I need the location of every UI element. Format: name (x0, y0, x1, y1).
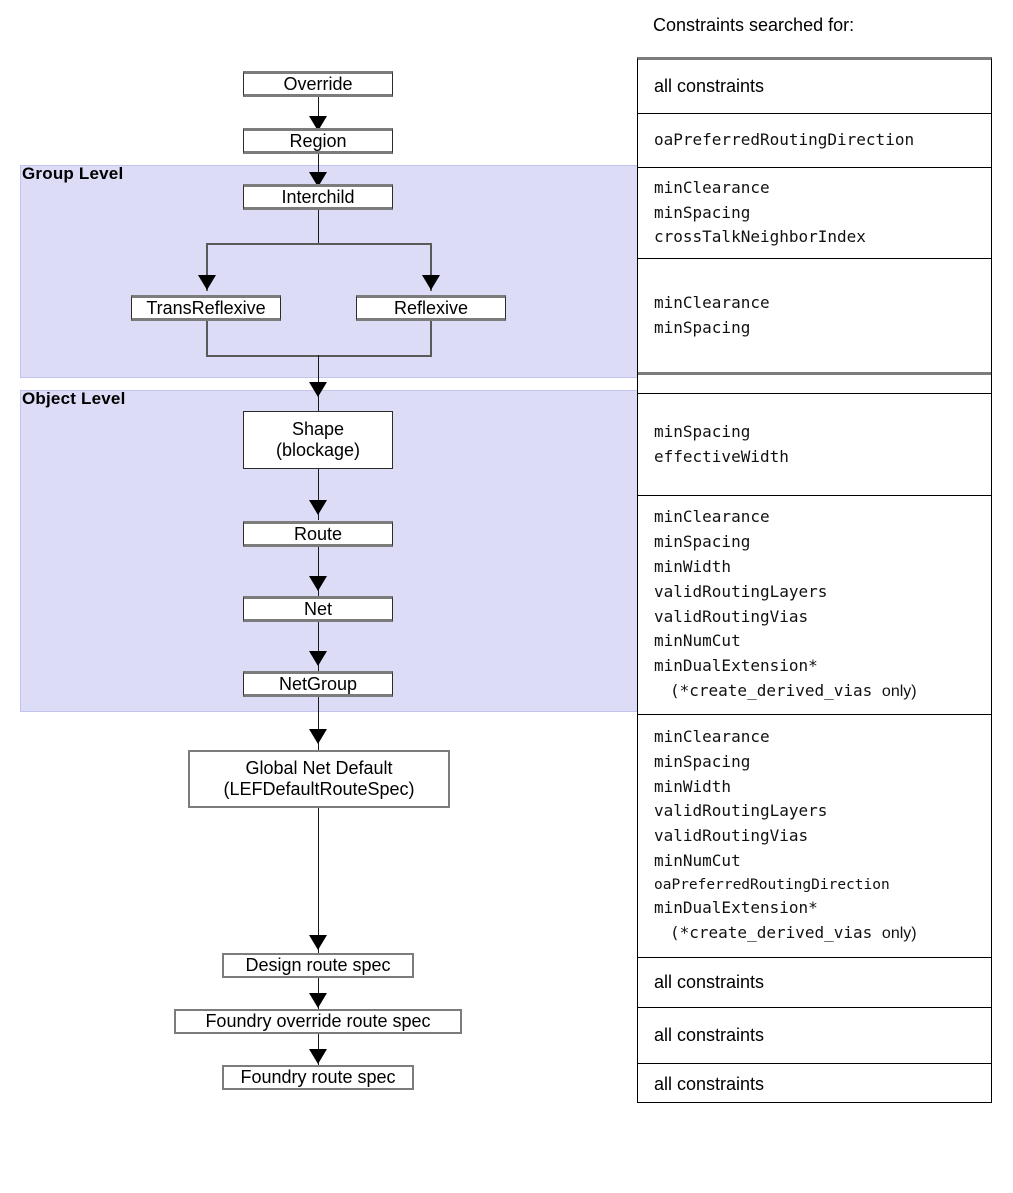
constraints-row-reflexive: minClearance minSpacing (638, 259, 991, 375)
constraint-text: minWidth (654, 556, 732, 576)
connector-shape-route (318, 468, 319, 520)
connector-split-bar (206, 243, 432, 245)
constraints-row-region: oaPreferredRoutingDirection (638, 114, 991, 168)
constraint-text: all constraints (654, 1073, 765, 1094)
arrow-merge-shape (309, 382, 327, 397)
connector-merge-left (206, 318, 208, 357)
constraint-text: crossTalkNeighborIndex (654, 227, 866, 247)
group-level-label: Group Level (22, 164, 124, 183)
constraints-row-net: minClearance minSpacing minWidth validRo… (638, 496, 991, 715)
constraint-text: minSpacing (654, 317, 751, 337)
constraints-row-design-route-spec: all constraints (638, 958, 991, 1008)
constraint-text: validRoutingLayers (654, 581, 828, 601)
connector-override-region (318, 95, 319, 135)
connector-region-interchild (318, 151, 319, 191)
node-foundry-route-spec[interactable]: Foundry route spec (222, 1065, 414, 1090)
constraint-text: effectiveWidth (654, 446, 789, 466)
connector-merge-bar (206, 355, 432, 357)
constraints-title: Constraints searched for: (653, 15, 855, 35)
constraint-footnote: (*create_derived_vias only) (654, 921, 975, 947)
constraint-text: minDualExtension* (654, 898, 818, 918)
arrow-netgroup-globalnet (309, 729, 327, 744)
constraints-table: all constraints oaPreferredRoutingDirect… (637, 57, 992, 1103)
node-region[interactable]: Region (243, 128, 393, 154)
node-reflexive[interactable]: Reflexive (356, 295, 506, 321)
constraint-text: minDualExtension* (654, 656, 818, 676)
connector-globalnet-design (318, 806, 319, 953)
constraint-text: all constraints (654, 972, 765, 992)
node-interchild[interactable]: Interchild (243, 184, 393, 210)
constraints-row-shape: minSpacing effectiveWidth (638, 394, 991, 496)
arrow-route-net (309, 576, 327, 591)
arrow-design-foundryoverride (309, 993, 327, 1008)
constraint-text: minNumCut (654, 631, 741, 651)
constraint-text: validRoutingVias (654, 826, 809, 846)
constraints-row-interchild: minClearance minSpacing crossTalkNeighbo… (638, 168, 991, 259)
constraint-text: minClearance (654, 177, 770, 197)
constraint-text: minSpacing (654, 202, 751, 222)
footnote-mono: (*create_derived_vias (670, 923, 882, 943)
arrow-globalnet-design (309, 935, 327, 950)
arrow-to-transreflexive (198, 275, 216, 290)
object-level-label: Object Level (22, 389, 126, 408)
arrow-shape-route (309, 500, 327, 515)
connector-interchild-split (318, 208, 319, 244)
constraint-text: minNumCut (654, 851, 741, 871)
node-netgroup[interactable]: NetGroup (243, 671, 393, 697)
constraint-text: minClearance (654, 727, 770, 747)
node-global-net-default[interactable]: Global Net Default (LEFDefaultRouteSpec) (188, 750, 450, 808)
constraint-text: all constraints (654, 1025, 765, 1045)
footnote-sans: only) (881, 682, 917, 700)
footnote-mono: (*create_derived_vias (670, 680, 882, 700)
constraint-text: oaPreferredRoutingDirection (654, 130, 915, 150)
node-foundry-override-route-spec[interactable]: Foundry override route spec (174, 1009, 462, 1034)
node-route[interactable]: Route (243, 521, 393, 547)
arrow-net-netgroup (309, 651, 327, 666)
constraint-text: minSpacing (654, 751, 751, 771)
constraints-row-override: all constraints (638, 60, 991, 114)
constraint-text: oaPreferredRoutingDirection (654, 876, 890, 893)
arrow-foundryoverride-foundry (309, 1049, 327, 1064)
constraints-row-foundry-override-route-spec: all constraints (638, 1008, 991, 1064)
connector-net-netgroup (318, 620, 319, 672)
constraint-text: minClearance (654, 507, 770, 527)
node-override[interactable]: Override (243, 71, 393, 97)
connector-merge-right (430, 318, 432, 357)
constraint-text: minSpacing (654, 421, 751, 441)
constraint-text: all constraints (654, 76, 765, 96)
constraints-row-gap (638, 375, 991, 394)
connector-split-right (430, 243, 432, 291)
arrow-region-interchild (309, 172, 327, 187)
connector-route-net (318, 545, 319, 597)
constraint-text: validRoutingVias (654, 606, 809, 626)
connector-split-left (206, 243, 208, 291)
arrow-override-region (309, 116, 327, 131)
footnote-sans: only) (881, 925, 917, 943)
node-net[interactable]: Net (243, 596, 393, 622)
arrow-to-reflexive (422, 275, 440, 290)
node-design-route-spec[interactable]: Design route spec (222, 953, 414, 978)
node-shape[interactable]: Shape (blockage) (243, 411, 393, 469)
constraints-row-global-net-default: minClearance minSpacing minWidth validRo… (638, 715, 991, 958)
node-transreflexive[interactable]: TransReflexive (131, 295, 281, 321)
constraint-text: minSpacing (654, 532, 751, 552)
constraints-row-foundry-route-spec: all constraints (638, 1064, 991, 1104)
constraint-footnote: (*create_derived_vias only) (654, 679, 975, 705)
constraint-text: minWidth (654, 776, 732, 796)
constraint-text: validRoutingLayers (654, 801, 828, 821)
connector-netgroup-globalnet (318, 695, 319, 752)
constraint-text: minClearance (654, 292, 770, 312)
